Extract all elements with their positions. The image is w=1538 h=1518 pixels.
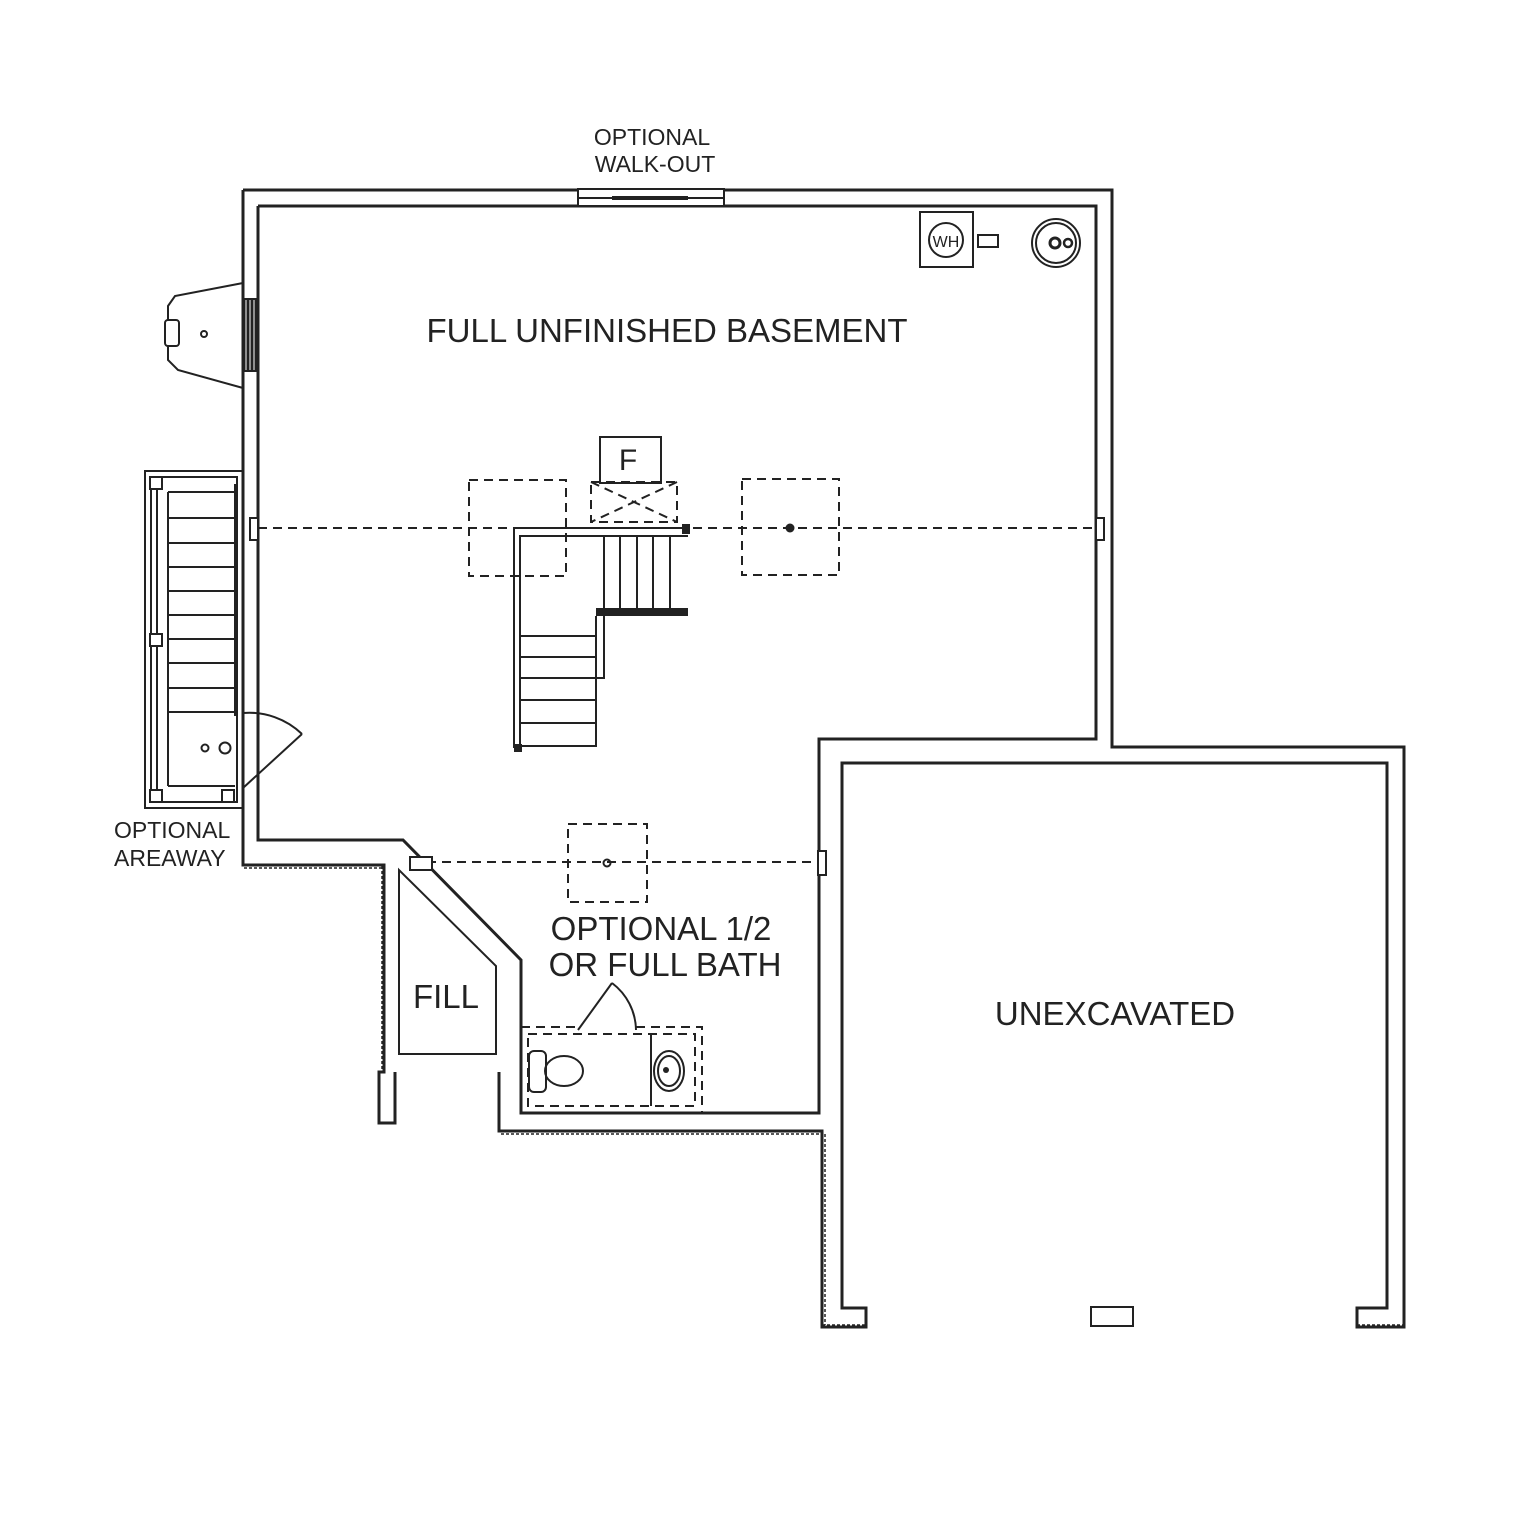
basement-label: FULL UNFINISHED BASEMENT (426, 312, 907, 349)
exterior-walls (241, 188, 1406, 1329)
interior-stairs (513, 524, 690, 752)
water-heater-label: WH (933, 234, 960, 251)
bath-label-line2: OR FULL BATH (549, 946, 782, 983)
bath (521, 982, 703, 1112)
sump-pump-icon (1031, 218, 1081, 268)
walkout-opening (577, 188, 725, 207)
unexcavated-label: UNEXCAVATED (995, 995, 1235, 1032)
furnace-label: F (619, 444, 637, 477)
fireplace (164, 282, 258, 389)
walkout-label-line2: WALK-OUT (595, 151, 716, 177)
lower-beam (409, 823, 827, 903)
areaway-label-line1: OPTIONAL (114, 817, 231, 843)
areaway-label-line2: AREAWAY (114, 845, 226, 871)
water-heater-icon (919, 211, 999, 268)
bath-label-line1: OPTIONAL 1/2 (551, 910, 772, 947)
furnace-icon (590, 436, 678, 523)
areaway (144, 470, 303, 809)
fill-label: FILL (413, 978, 479, 1015)
beam-line (249, 478, 1105, 577)
footing-pad (1090, 1306, 1134, 1327)
fill-area (398, 867, 497, 1055)
walkout-label-line1: OPTIONAL (594, 124, 711, 150)
